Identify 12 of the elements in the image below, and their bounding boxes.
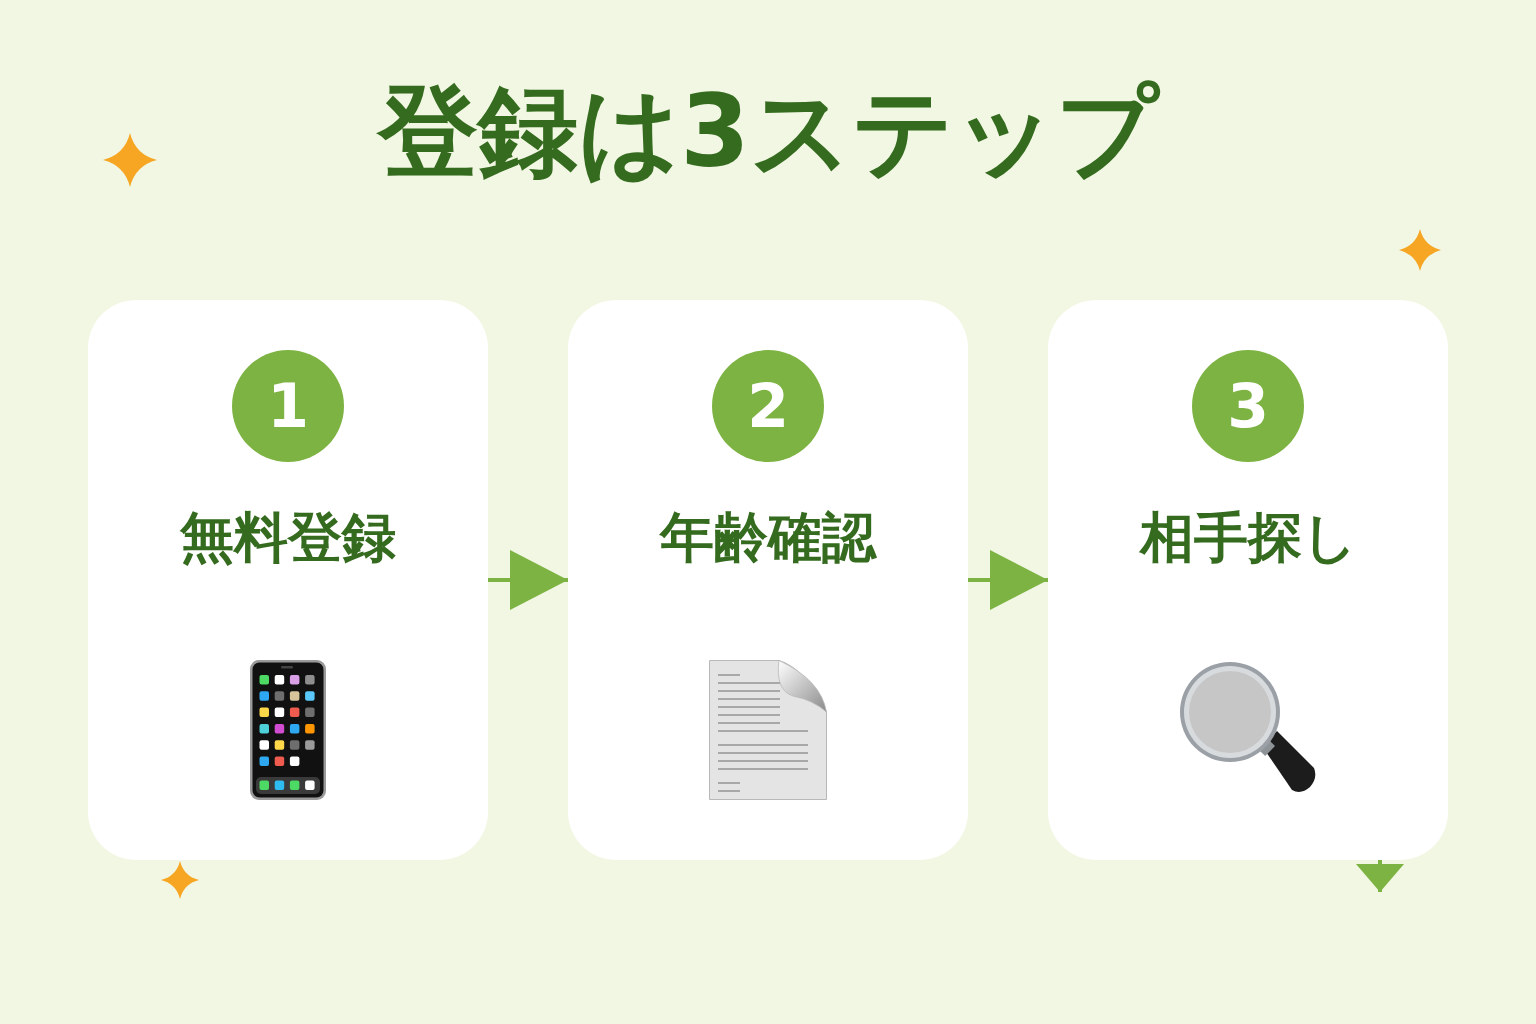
step-card: [568, 300, 968, 860]
step-title: 年齢確認: [660, 506, 876, 571]
arrow: [1356, 860, 1404, 892]
arrow: [968, 550, 1048, 610]
step-card: [1048, 300, 1448, 860]
step-number: 2: [712, 350, 824, 462]
arrow: [488, 550, 568, 610]
step-number: 1: [232, 350, 344, 462]
step-number: 3: [1192, 350, 1304, 462]
step-title: 相手探し: [1139, 506, 1357, 571]
step-card: [88, 300, 488, 860]
step-title: 無料登録: [180, 506, 396, 571]
